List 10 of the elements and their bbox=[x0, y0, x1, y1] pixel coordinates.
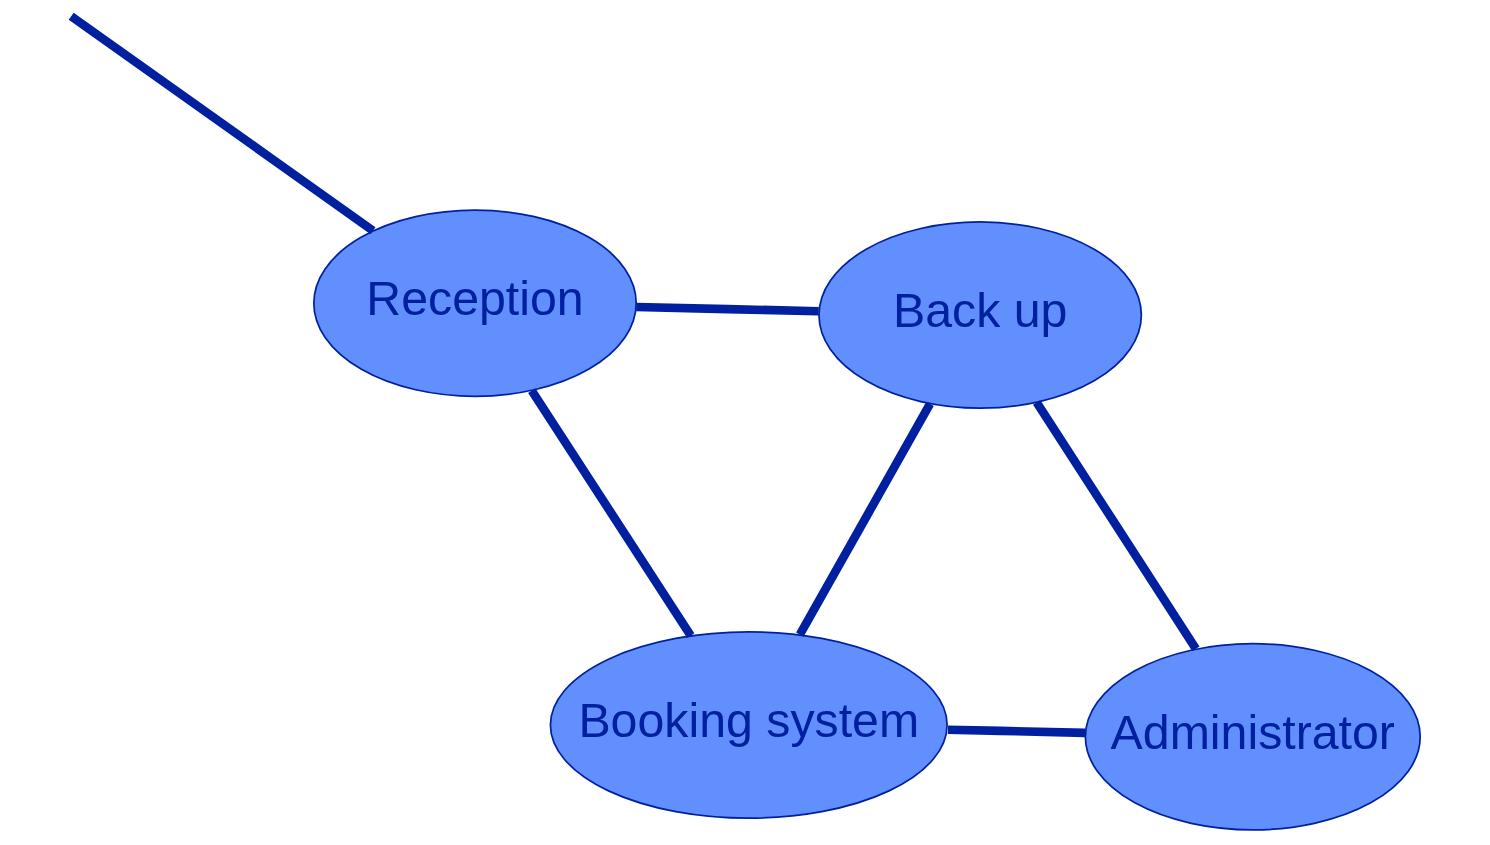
connector bbox=[636, 302, 819, 316]
connector bbox=[528, 388, 695, 638]
connector bbox=[1033, 400, 1200, 652]
node-ellipse: Reception bbox=[312, 209, 638, 398]
connector bbox=[947, 725, 1086, 738]
node-ellipse: Administrator bbox=[1084, 642, 1422, 831]
connector bbox=[796, 401, 934, 637]
node-ellipse: Back up bbox=[818, 221, 1143, 409]
connector bbox=[68, 12, 376, 235]
node-ellipse: Booking system bbox=[549, 631, 948, 819]
